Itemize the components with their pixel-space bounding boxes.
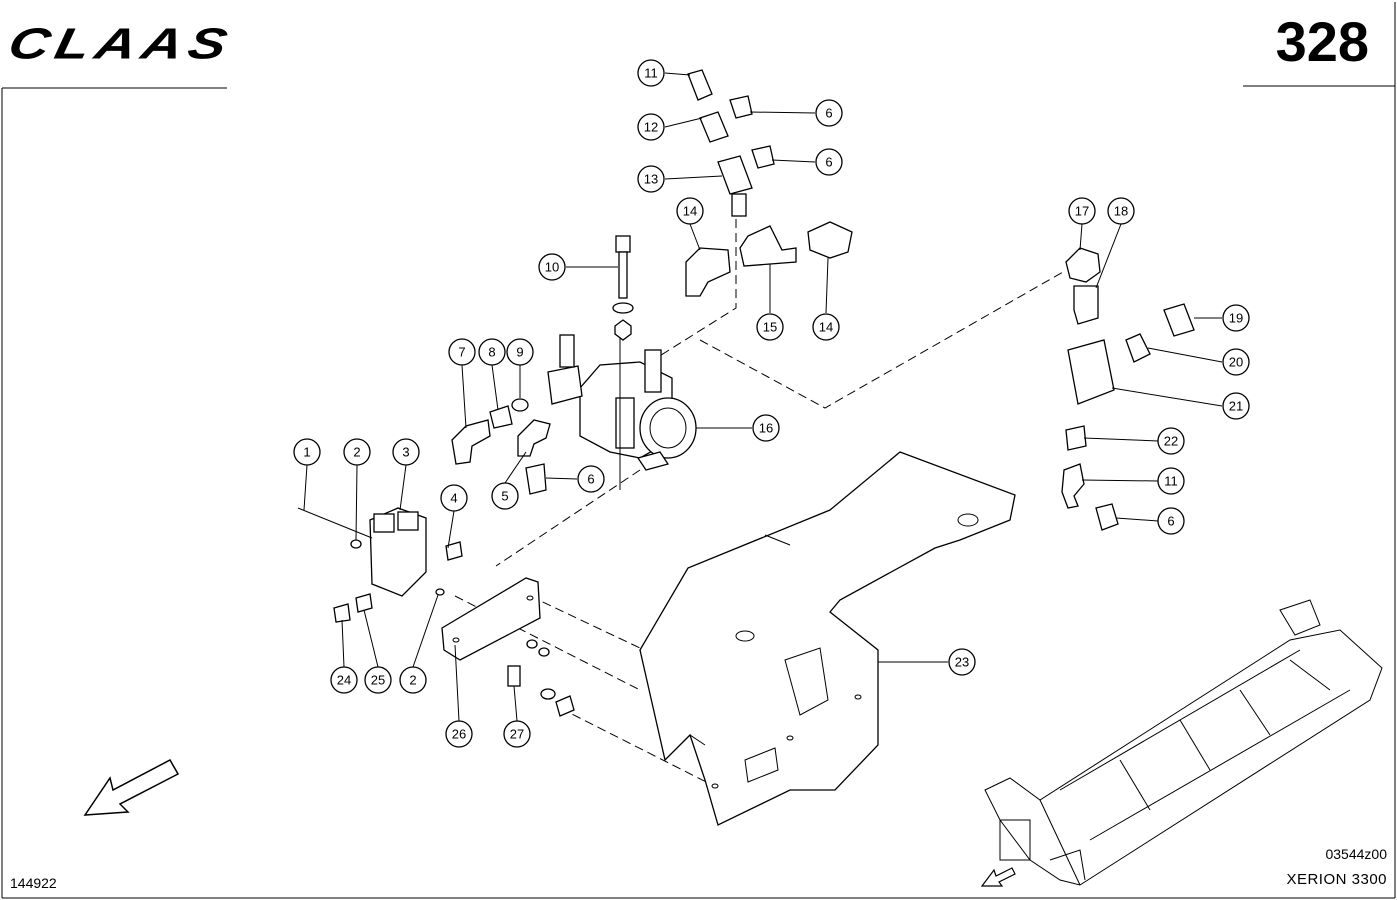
callout-1: 1 (293, 438, 321, 466)
model-name: XERION 3300 (1286, 871, 1387, 888)
reference-number: 144922 (10, 875, 57, 891)
callout-17: 17 (1068, 197, 1096, 225)
callout-6: 6 (815, 99, 843, 127)
svg-text:10: 10 (545, 260, 559, 275)
svg-text:14: 14 (819, 320, 833, 335)
page-number: 328 (1275, 10, 1369, 73)
callout-9: 9 (506, 338, 534, 366)
callout-26: 26 (445, 720, 473, 748)
svg-text:12: 12 (644, 120, 658, 135)
callout-13: 13 (637, 165, 665, 193)
svg-text:22: 22 (1164, 434, 1178, 449)
svg-text:26: 26 (452, 727, 466, 742)
svg-text:5: 5 (501, 489, 508, 504)
machine-frame-overview (980, 599, 1383, 887)
svg-text:6: 6 (1167, 514, 1174, 529)
callout-2: 2 (343, 438, 371, 466)
callout-20: 20 (1222, 348, 1250, 376)
fittings-17-22 (1061, 247, 1195, 531)
svg-text:6: 6 (825, 155, 832, 170)
callout-18: 18 (1107, 197, 1135, 225)
svg-text:6: 6 (587, 472, 594, 487)
svg-text:20: 20 (1229, 355, 1243, 370)
drawing-number: 03544z00 (1325, 846, 1387, 862)
callout-22: 22 (1157, 427, 1185, 455)
svg-text:7: 7 (458, 345, 465, 360)
mounting-plate-23 (639, 451, 1016, 826)
valve-body-16 (547, 325, 697, 490)
svg-text:4: 4 (450, 491, 457, 506)
callout-24: 24 (330, 666, 358, 694)
svg-text:27: 27 (510, 727, 524, 742)
bolt-10 (612, 235, 634, 341)
svg-text:25: 25 (371, 673, 385, 688)
svg-text:11: 11 (1164, 474, 1178, 489)
svg-text:2: 2 (353, 445, 360, 460)
callout-7: 7 (448, 338, 476, 366)
fittings-5-6-7-8-9 (451, 398, 551, 495)
svg-text:9: 9 (516, 345, 523, 360)
svg-text:8: 8 (488, 345, 495, 360)
callout-16: 16 (752, 414, 780, 442)
callout-11: 11 (637, 59, 665, 87)
callout-6: 6 (577, 465, 605, 493)
svg-text:13: 13 (644, 172, 658, 187)
svg-text:15: 15 (763, 320, 777, 335)
fittings-14-15 (685, 221, 853, 297)
callout-2: 2 (399, 666, 427, 694)
direction-arrow-icon (83, 758, 180, 816)
svg-text:16: 16 (759, 421, 773, 436)
callout-15: 15 (756, 313, 784, 341)
svg-text:23: 23 (955, 655, 969, 670)
svg-text:17: 17 (1075, 204, 1089, 219)
svg-text:1: 1 (303, 445, 310, 460)
bracket-26 (441, 577, 575, 717)
callout-3: 3 (392, 438, 420, 466)
svg-text:2: 2 (409, 673, 416, 688)
svg-text:21: 21 (1229, 399, 1243, 414)
solenoid-valve-3 (297, 507, 463, 623)
svg-text:3: 3 (402, 445, 409, 460)
svg-text:11: 11 (644, 66, 658, 81)
callout-8: 8 (478, 338, 506, 366)
callout-23: 23 (948, 648, 976, 676)
callout-11: 11 (1157, 467, 1185, 495)
callout-6: 6 (1157, 507, 1185, 535)
callouts: 11 6 12 6 13 14 10 15 14 17 18 19 20 21 … (293, 59, 1250, 748)
svg-text:18: 18 (1114, 204, 1128, 219)
callout-19: 19 (1222, 304, 1250, 332)
callout-21: 21 (1222, 392, 1250, 420)
callout-6: 6 (815, 148, 843, 176)
callout-25: 25 (364, 666, 392, 694)
fittings-11-12-13 (687, 69, 775, 217)
callout-10: 10 (538, 253, 566, 281)
callout-5: 5 (491, 482, 519, 510)
svg-text:14: 14 (683, 204, 697, 219)
callout-14: 14 (812, 313, 840, 341)
leader-lines (303, 72, 1223, 722)
svg-text:19: 19 (1229, 311, 1243, 326)
callout-12: 12 (637, 113, 665, 141)
callout-14: 14 (676, 197, 704, 225)
svg-text:6: 6 (825, 106, 832, 121)
callout-4: 4 (440, 484, 468, 512)
callout-27: 27 (503, 720, 531, 748)
svg-text:24: 24 (337, 673, 351, 688)
